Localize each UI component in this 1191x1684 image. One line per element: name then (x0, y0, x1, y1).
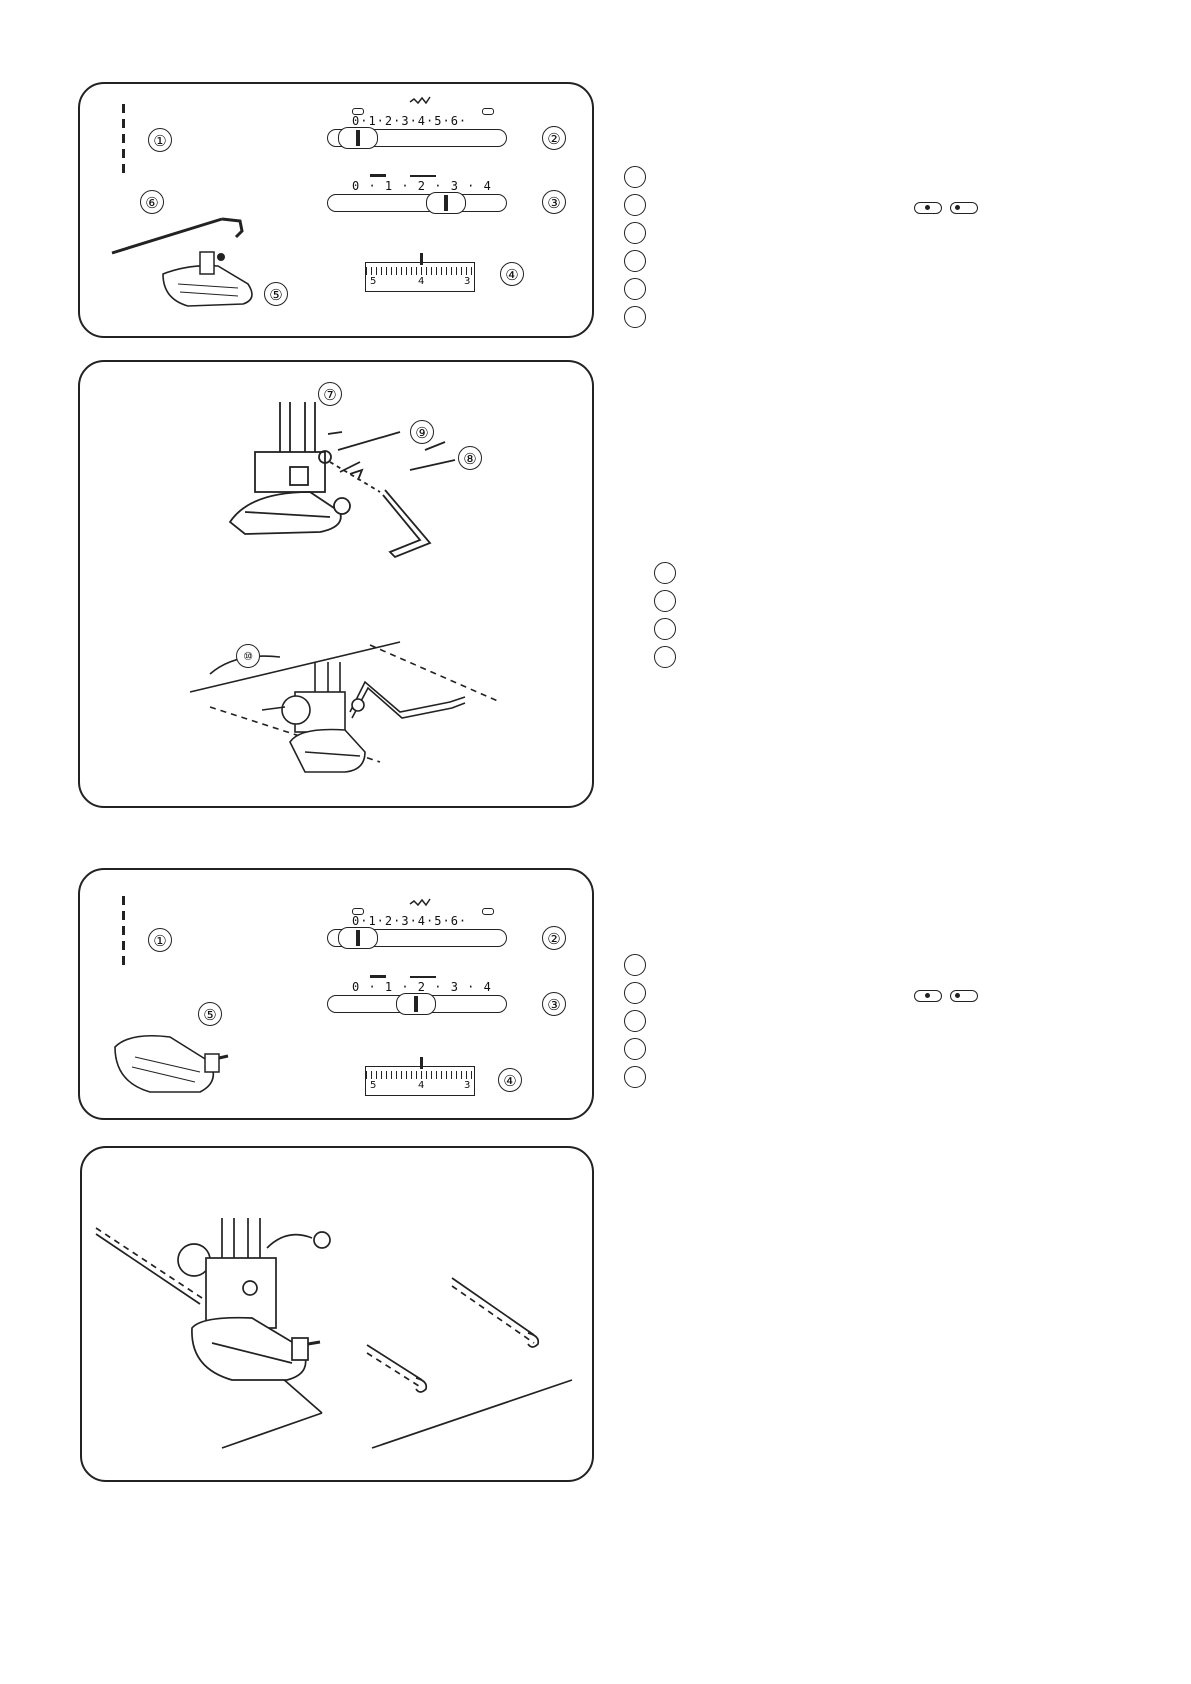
settings-panel-3: ① 0·1·2·3·4·5·6· ② 0 · 1 · 2 · 3 · 4 ③ ⑤… (78, 868, 594, 1120)
label-6: ⑥ (140, 190, 164, 214)
reverse-mark (370, 174, 386, 177)
thread-tension-dial: 5 4 3 (365, 253, 475, 292)
text-marker-6 (624, 306, 646, 328)
thread-tension-dial: 5 4 3 (365, 1057, 475, 1096)
text-marker-10 (654, 646, 676, 668)
text-marker-14 (624, 1038, 646, 1060)
label-1: ① (148, 928, 172, 952)
tension-3: 3 (464, 276, 471, 287)
label-5: ⑤ (264, 282, 288, 306)
text-marker-3 (624, 222, 646, 244)
label-7: ⑦ (318, 382, 342, 406)
text-marker-4 (624, 250, 646, 272)
stitch-length-scale: 0 · 1 · 2 · 3 · 4 (352, 179, 492, 193)
presser-foot-icon (162, 251, 253, 307)
label-5: ⑤ (198, 1002, 222, 1026)
text-marker-12 (624, 982, 646, 1004)
stitch-length-slider[interactable] (327, 993, 507, 1015)
hemming-illustration (95, 1218, 573, 1449)
straight-stitch-icon (122, 104, 125, 179)
needle-position-icon (352, 108, 364, 115)
text-marker-15 (624, 1066, 646, 1088)
stitch-width-slider[interactable] (327, 927, 507, 949)
illustration-panel-2: ⑦ ⑨ ⑧ ⑩ (78, 360, 594, 808)
label-8: ⑧ (458, 446, 482, 470)
stitch-length-knob[interactable] (426, 192, 466, 214)
zigzag-icon (409, 898, 431, 907)
text-marker-7 (654, 562, 676, 584)
needle-center-icon (914, 202, 942, 214)
settings-panel-1: ① 0·1·2·3·4·5·6· ② 0 · 1 · 2 · 3 · 4 ③ ⑥… (78, 82, 594, 338)
label-2: ② (542, 926, 566, 950)
needle-left-icon (950, 202, 978, 214)
stitch-length-knob[interactable] (396, 993, 436, 1015)
label-4: ④ (498, 1068, 522, 1092)
zigzag-icon (409, 96, 431, 105)
tension-5: 5 (370, 1080, 377, 1091)
stitch-width-scale: 0·1·2·3·4·5·6· (352, 114, 468, 128)
stitch-length-scale: 0 · 1 · 2 · 3 · 4 (352, 980, 492, 994)
stitch-length-slider[interactable] (327, 192, 507, 214)
stitch-width-knob[interactable] (338, 127, 378, 149)
stitch-width-knob[interactable] (338, 927, 378, 949)
needle-position-icon (482, 908, 494, 915)
needle-center-icon (914, 990, 942, 1002)
label-4: ④ (500, 262, 524, 286)
label-10: ⑩ (236, 644, 260, 668)
text-marker-8 (654, 590, 676, 612)
text-marker-5 (624, 278, 646, 300)
needle-left-icon (950, 990, 978, 1002)
tension-4: 4 (418, 276, 425, 287)
straight-stitch-icon (122, 896, 125, 971)
label-3: ③ (542, 190, 566, 214)
length-range-mark (410, 175, 436, 177)
label-2: ② (542, 126, 566, 150)
text-marker-11 (624, 954, 646, 976)
presser-foot-guide-attach-illustration (189, 402, 501, 773)
needle-position-icon (352, 908, 364, 915)
length-range-mark (410, 976, 436, 978)
tension-4: 4 (418, 1080, 425, 1091)
text-marker-13 (624, 1010, 646, 1032)
label-9: ⑨ (410, 420, 434, 444)
stitch-width-slider[interactable] (327, 127, 507, 149)
seam-guide-icon (111, 217, 244, 255)
stitch-width-scale: 0·1·2·3·4·5·6· (352, 914, 468, 928)
label-1: ① (148, 128, 172, 152)
tension-5: 5 (370, 276, 377, 287)
text-marker-2 (624, 194, 646, 216)
tension-3: 3 (464, 1080, 471, 1091)
reverse-mark (370, 975, 386, 978)
text-marker-9 (654, 618, 676, 640)
hemmer-foot-icon (114, 1034, 229, 1093)
needle-position-icon (482, 108, 494, 115)
text-marker-1 (624, 166, 646, 188)
label-3: ③ (542, 992, 566, 1016)
illustration-panel-4 (80, 1146, 594, 1482)
